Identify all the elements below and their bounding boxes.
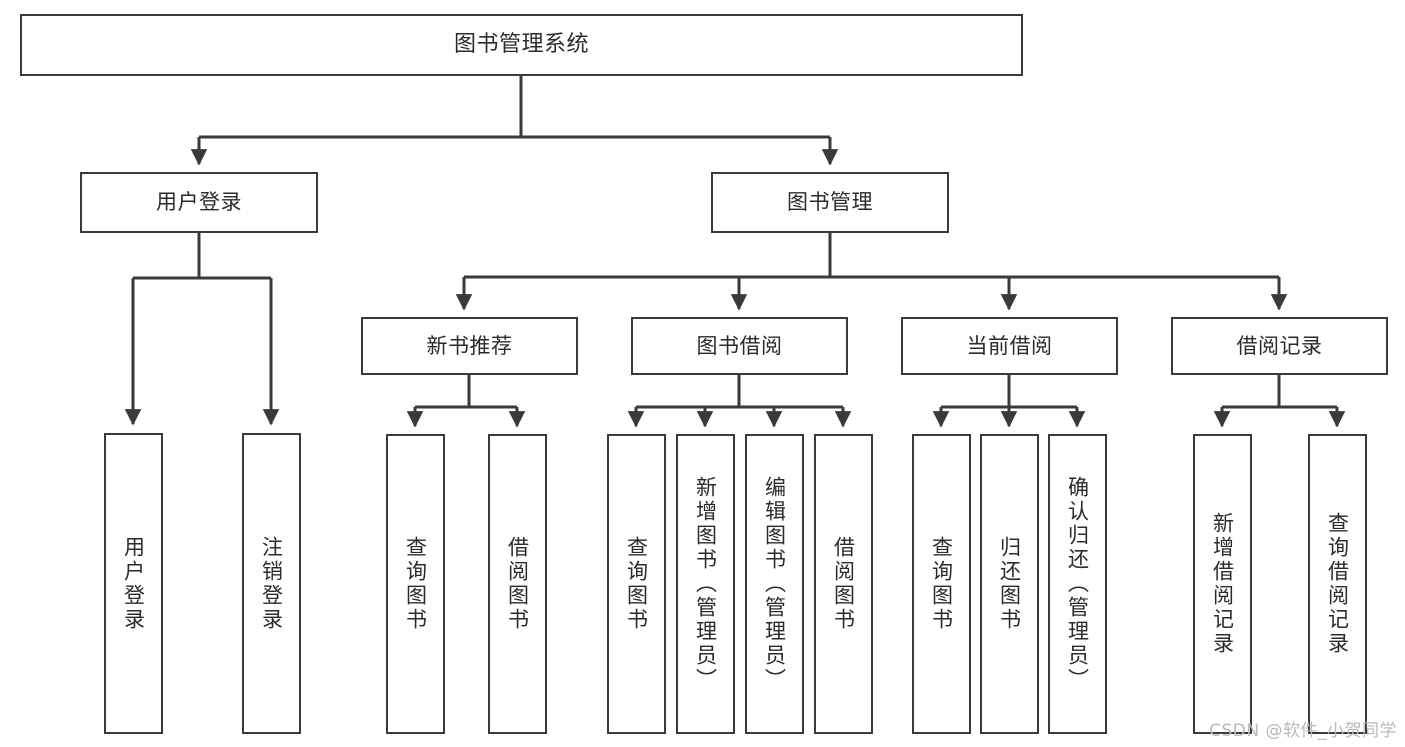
- leaf-borrow-books-borrowing[interactable]: 借阅图书: [814, 434, 873, 734]
- leaf-query-books-new-recommendation[interactable]: 查询图书: [386, 434, 445, 734]
- node-label: 当前借阅: [966, 333, 1053, 358]
- node-label: 确认归还（管理员）: [1065, 476, 1090, 692]
- leaf-query-books-current[interactable]: 查询图书: [912, 434, 971, 734]
- node-root-library-management-system[interactable]: 图书管理系统: [20, 14, 1023, 76]
- node-label: 查询借阅记录: [1325, 512, 1350, 656]
- leaf-user-login[interactable]: 用户登录: [104, 433, 163, 734]
- node-label: 图书管理: [787, 190, 873, 214]
- node-label: 借阅图书: [505, 536, 530, 632]
- node-current-borrowing[interactable]: 当前借阅: [901, 317, 1118, 375]
- node-label: 用户登录: [156, 190, 242, 214]
- leaf-add-book-admin[interactable]: 新增图书（管理员）: [676, 434, 735, 734]
- node-new-book-recommendation[interactable]: 新书推荐: [361, 317, 578, 375]
- leaf-confirm-return-admin[interactable]: 确认归还（管理员）: [1048, 434, 1107, 734]
- leaf-return-books[interactable]: 归还图书: [980, 434, 1039, 734]
- csdn-watermark: CSDN @软件_小贺同学: [1209, 721, 1397, 741]
- node-label: 归还图书: [997, 536, 1022, 632]
- node-label: 新书推荐: [426, 333, 513, 358]
- leaf-borrow-books-new-recommendation[interactable]: 借阅图书: [488, 434, 547, 734]
- node-label: 查询图书: [929, 536, 954, 632]
- leaf-logout[interactable]: 注销登录: [242, 433, 301, 734]
- node-label: 借阅图书: [831, 536, 856, 632]
- node-label: 查询图书: [624, 536, 649, 632]
- node-label: 查询图书: [403, 536, 428, 632]
- node-book-borrowing[interactable]: 图书借阅: [631, 317, 848, 375]
- node-label: 借阅记录: [1236, 333, 1323, 358]
- node-label: 用户登录: [121, 535, 146, 632]
- node-label: 编辑图书（管理员）: [762, 476, 787, 692]
- node-label: 新增图书（管理员）: [693, 476, 718, 692]
- node-label: 注销登录: [259, 535, 284, 632]
- node-label: 图书管理系统: [453, 32, 589, 57]
- leaf-query-books-borrowing[interactable]: 查询图书: [607, 434, 666, 734]
- node-label: 图书借阅: [696, 333, 783, 358]
- leaf-add-borrowing-record[interactable]: 新增借阅记录: [1193, 434, 1252, 734]
- leaf-edit-book-admin[interactable]: 编辑图书（管理员）: [745, 434, 804, 734]
- node-book-management[interactable]: 图书管理: [711, 172, 949, 233]
- node-label: 新增借阅记录: [1210, 512, 1235, 656]
- leaf-query-borrowing-record[interactable]: 查询借阅记录: [1308, 434, 1367, 734]
- node-user-login[interactable]: 用户登录: [80, 172, 318, 233]
- node-borrowing-records[interactable]: 借阅记录: [1171, 317, 1388, 375]
